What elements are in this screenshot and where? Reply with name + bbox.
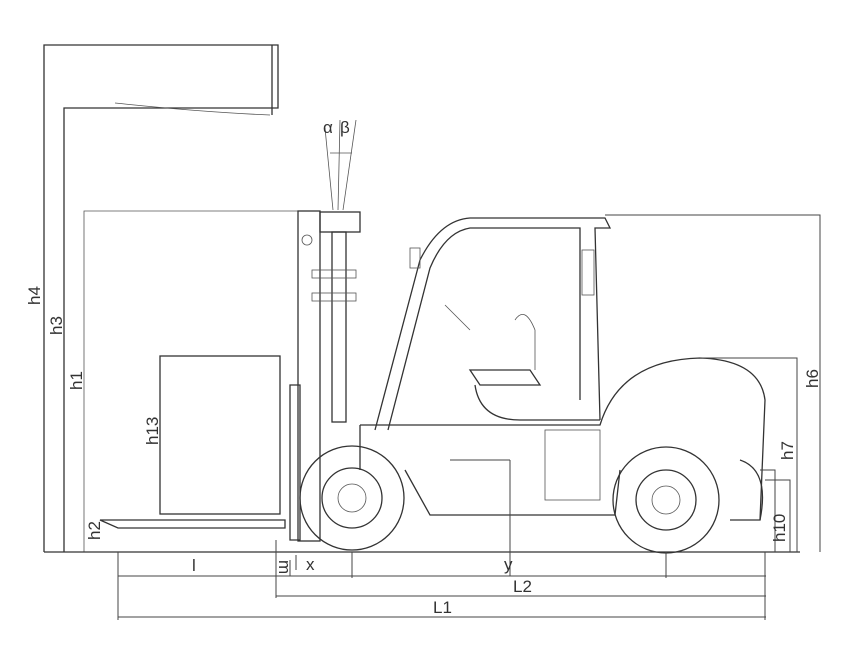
label-h2: h2 <box>85 521 104 540</box>
right-dimensions <box>605 214 821 552</box>
label-y: y <box>504 555 513 574</box>
mast <box>289 210 361 542</box>
label-h4: h4 <box>25 286 44 305</box>
label-alpha: α <box>323 118 333 137</box>
label-h3: h3 <box>47 316 66 335</box>
load-box <box>159 355 281 515</box>
label-beta: β <box>340 118 350 137</box>
label-l: l <box>192 556 196 575</box>
forks <box>99 519 286 529</box>
extended-mast-outline <box>43 44 279 552</box>
label-L2: L2 <box>513 577 532 596</box>
rear-wheel <box>612 446 720 554</box>
tilt-angle-indicator <box>324 119 357 211</box>
label-h13: h13 <box>143 417 162 445</box>
label-h1: h1 <box>67 371 86 390</box>
truck-body <box>359 304 766 521</box>
label-h10: h10 <box>770 514 789 542</box>
bottom-dimensions <box>117 459 766 620</box>
label-h6: h6 <box>803 369 822 388</box>
h1-line <box>83 210 298 552</box>
front-wheel <box>299 445 405 551</box>
label-L1: L1 <box>433 598 452 617</box>
label-h7: h7 <box>778 441 797 460</box>
label-x: x <box>306 555 315 574</box>
label-m: m <box>275 560 294 574</box>
overhead-guard <box>374 217 612 431</box>
